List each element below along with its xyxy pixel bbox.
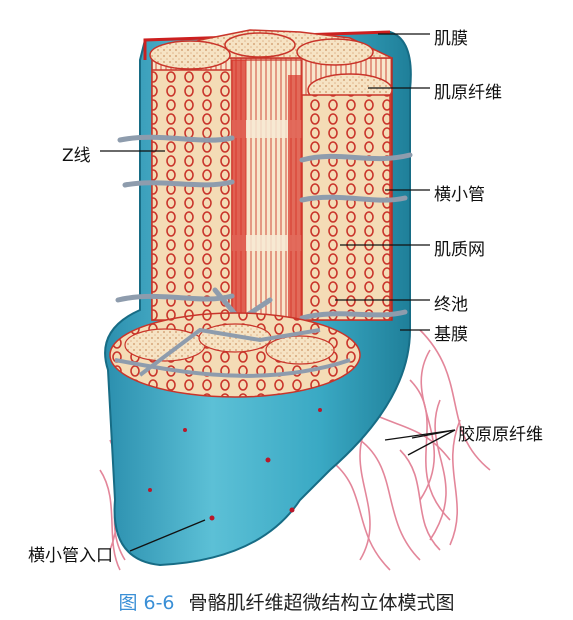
label-z-line: Z线 — [62, 146, 91, 166]
leader-lines — [100, 33, 456, 552]
figure-caption: 图 6-6 骨骼肌纤维超微结构立体模式图 — [0, 588, 573, 615]
label-t-tubule: 横小管 — [434, 185, 485, 205]
myofibril-bundle — [149, 29, 393, 321]
label-sarcolemma: 肌膜 — [434, 29, 468, 49]
fiber-cross-section — [109, 312, 361, 398]
figure-title: 骨骼肌纤维超微结构立体模式图 — [188, 592, 455, 614]
label-terminal-cisterna: 终池 — [434, 295, 468, 315]
label-myofibril: 肌原纤维 — [434, 83, 502, 103]
label-t-tubule-opening: 横小管入口 — [28, 546, 113, 566]
label-sarcoplasmic-reticulum: 肌质网 — [434, 240, 485, 260]
label-basement-membrane: 基膜 — [434, 325, 468, 345]
figure-number: 图 6-6 — [118, 592, 175, 614]
label-collagen-fibrils: 胶原原纤维 — [458, 425, 543, 445]
t-tubule-openings — [148, 408, 322, 521]
t-tubule-network — [115, 134, 413, 324]
